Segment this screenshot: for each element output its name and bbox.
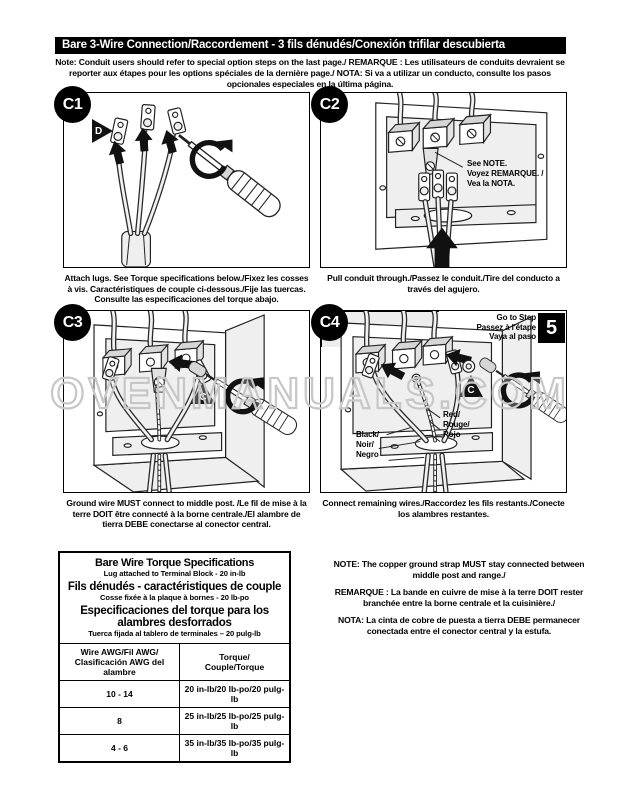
lug-icon — [418, 172, 431, 202]
top-note-es-text: Si va a utilizar un conducto, consulte l… — [226, 68, 551, 89]
step-c1-badge: C1 — [54, 86, 91, 123]
ground-strap-icon — [422, 147, 439, 175]
step-c2-panel: C2 — [311, 86, 567, 268]
c1-illustration — [108, 104, 281, 267]
table-row-torque: 25 in-lb/25 lb-po/25 pulg-lb — [180, 708, 289, 735]
step-c4-panel: C4 C — [311, 304, 567, 493]
top-note: Note: Conduit users should refer to spec… — [50, 57, 570, 90]
c4-illustration — [339, 311, 566, 492]
torque-table-header: Bare Wire Torque Specifications Lug atta… — [60, 553, 289, 643]
lug-icon — [445, 172, 458, 202]
see-note-leader-line — [434, 151, 464, 168]
note-fr: REMARQUE : La bande en cuivre de mise à … — [334, 587, 584, 608]
lug-icon — [432, 169, 445, 199]
black-wire-label: Black/ Noir/ Negro — [356, 430, 379, 459]
rotation-arrow-icon — [189, 139, 233, 179]
lug-icon — [361, 353, 380, 379]
connection-wires-icon — [370, 363, 461, 492]
torque-spec-table: Bare Wire Torque Specifications Lug atta… — [58, 551, 291, 763]
top-note-fr-text: Les utilisateurs de conduits devraient s… — [69, 57, 565, 78]
terminal-post-icon — [421, 117, 456, 150]
goto-step-label: Go to Step Passez à l'étape Vaya al paso — [476, 313, 537, 342]
terminal-post-icon — [387, 121, 421, 153]
step-c3-badge: C3 — [54, 304, 91, 341]
col-header-torque: Torque/ Couple/Torque — [180, 644, 289, 681]
note-en: NOTE: The copper ground strap MUST stay … — [333, 559, 585, 580]
step-c1-caption: Attach lugs. See Torque specifications b… — [64, 273, 309, 304]
torque-sub-en: Lug attached to Terminal Block - 20 in-l… — [103, 569, 246, 578]
top-note-es-label: NOTA: — [336, 68, 363, 78]
step-c3-panel: C3 C — [54, 304, 310, 493]
ground-strap-note: NOTE: The copper ground strap MUST stay … — [327, 559, 591, 643]
torque-title-es: Especificaciones del torque para los ala… — [80, 605, 269, 629]
top-note-en-text: Conduit users should refer to special op… — [78, 57, 347, 67]
step-c4-badge: C4 — [311, 304, 348, 341]
step-c2-badge: C2 — [311, 86, 348, 123]
lug-icon — [110, 117, 129, 145]
table-row-awg: 4 - 6 — [60, 735, 180, 761]
terminal-post-icon — [138, 343, 170, 373]
supply-wires-icon — [363, 311, 438, 350]
terminal-post-icon — [458, 113, 492, 146]
step-c4-caption: Connect remaining wires./Raccordez les f… — [322, 498, 565, 519]
bracket-plate-icon — [380, 432, 494, 457]
arrow-left-icon — [168, 354, 195, 373]
pull-up-arrow-icon — [426, 227, 458, 267]
step-c1-panel: C1 D — [54, 86, 310, 268]
lug-icon — [167, 107, 187, 135]
top-note-fr-label: REMARQUE : — [348, 57, 403, 67]
red-wire-label: Red/ Rouge/ Rojo — [443, 410, 470, 439]
rotation-arrow-icon — [500, 371, 540, 409]
arrow-left-icon — [380, 362, 406, 380]
torque-title-fr: Fils dénudés - caractéristiques de coupl… — [67, 581, 282, 593]
torque-sub-fr: Cosse fixée à la plaque à bornes - 20 lb… — [100, 593, 249, 602]
lug-icon — [101, 356, 120, 382]
see-note-label: See NOTE. Voyez REMARQUE. / Vea la NOTA. — [467, 159, 544, 188]
torque-title-en: Bare Wire Torque Specifications — [94, 557, 255, 569]
step-c2-caption: Pull conduit through./Passez le conduit.… — [327, 273, 560, 294]
torque-sub-es: Tuerca fijada al tablero de terminales –… — [88, 629, 261, 638]
step-c3-caption: Ground wire MUST connect to middle post.… — [66, 498, 307, 529]
col-header-awg: Wire AWG/Fil AWG/ Clasificación AWG del … — [60, 644, 180, 681]
cable-sheath-icon — [121, 230, 152, 267]
note-es: NOTA: La cinta de cobre de puesta a tier… — [338, 615, 580, 636]
table-row-torque: 20 in-lb/20 lb-po/20 pulg-lb — [180, 681, 289, 708]
supply-wires-icon — [110, 311, 189, 352]
goto-step-number: 5 — [538, 313, 565, 343]
table-row-awg: 8 — [60, 708, 180, 735]
top-note-en-label: Note: — [55, 57, 77, 67]
c2-illustration — [375, 93, 548, 267]
torque-grid: Wire AWG/Fil AWG/ Clasificación AWG del … — [60, 643, 289, 761]
table-row-torque: 35 in-lb/35 lb-po/35 pulg-lb — [184, 738, 285, 758]
terminal-post-icon — [391, 339, 424, 370]
rotation-arrow-icon — [224, 377, 265, 415]
ground-ring-icon — [411, 373, 422, 384]
label-leader-lines — [378, 407, 441, 461]
supply-wires-icon — [396, 93, 476, 128]
c3-illustration — [92, 311, 298, 492]
section-header-bar: Bare 3-Wire Connection/Raccordement - 3 … — [55, 37, 566, 54]
lug-icon — [140, 104, 156, 131]
table-row-awg: 10 - 14 — [60, 681, 180, 708]
bracket-plate-icon — [112, 432, 223, 457]
terminal-post-icon — [421, 335, 454, 366]
nut-icon — [462, 359, 476, 373]
arrow-up-icon — [108, 127, 179, 165]
